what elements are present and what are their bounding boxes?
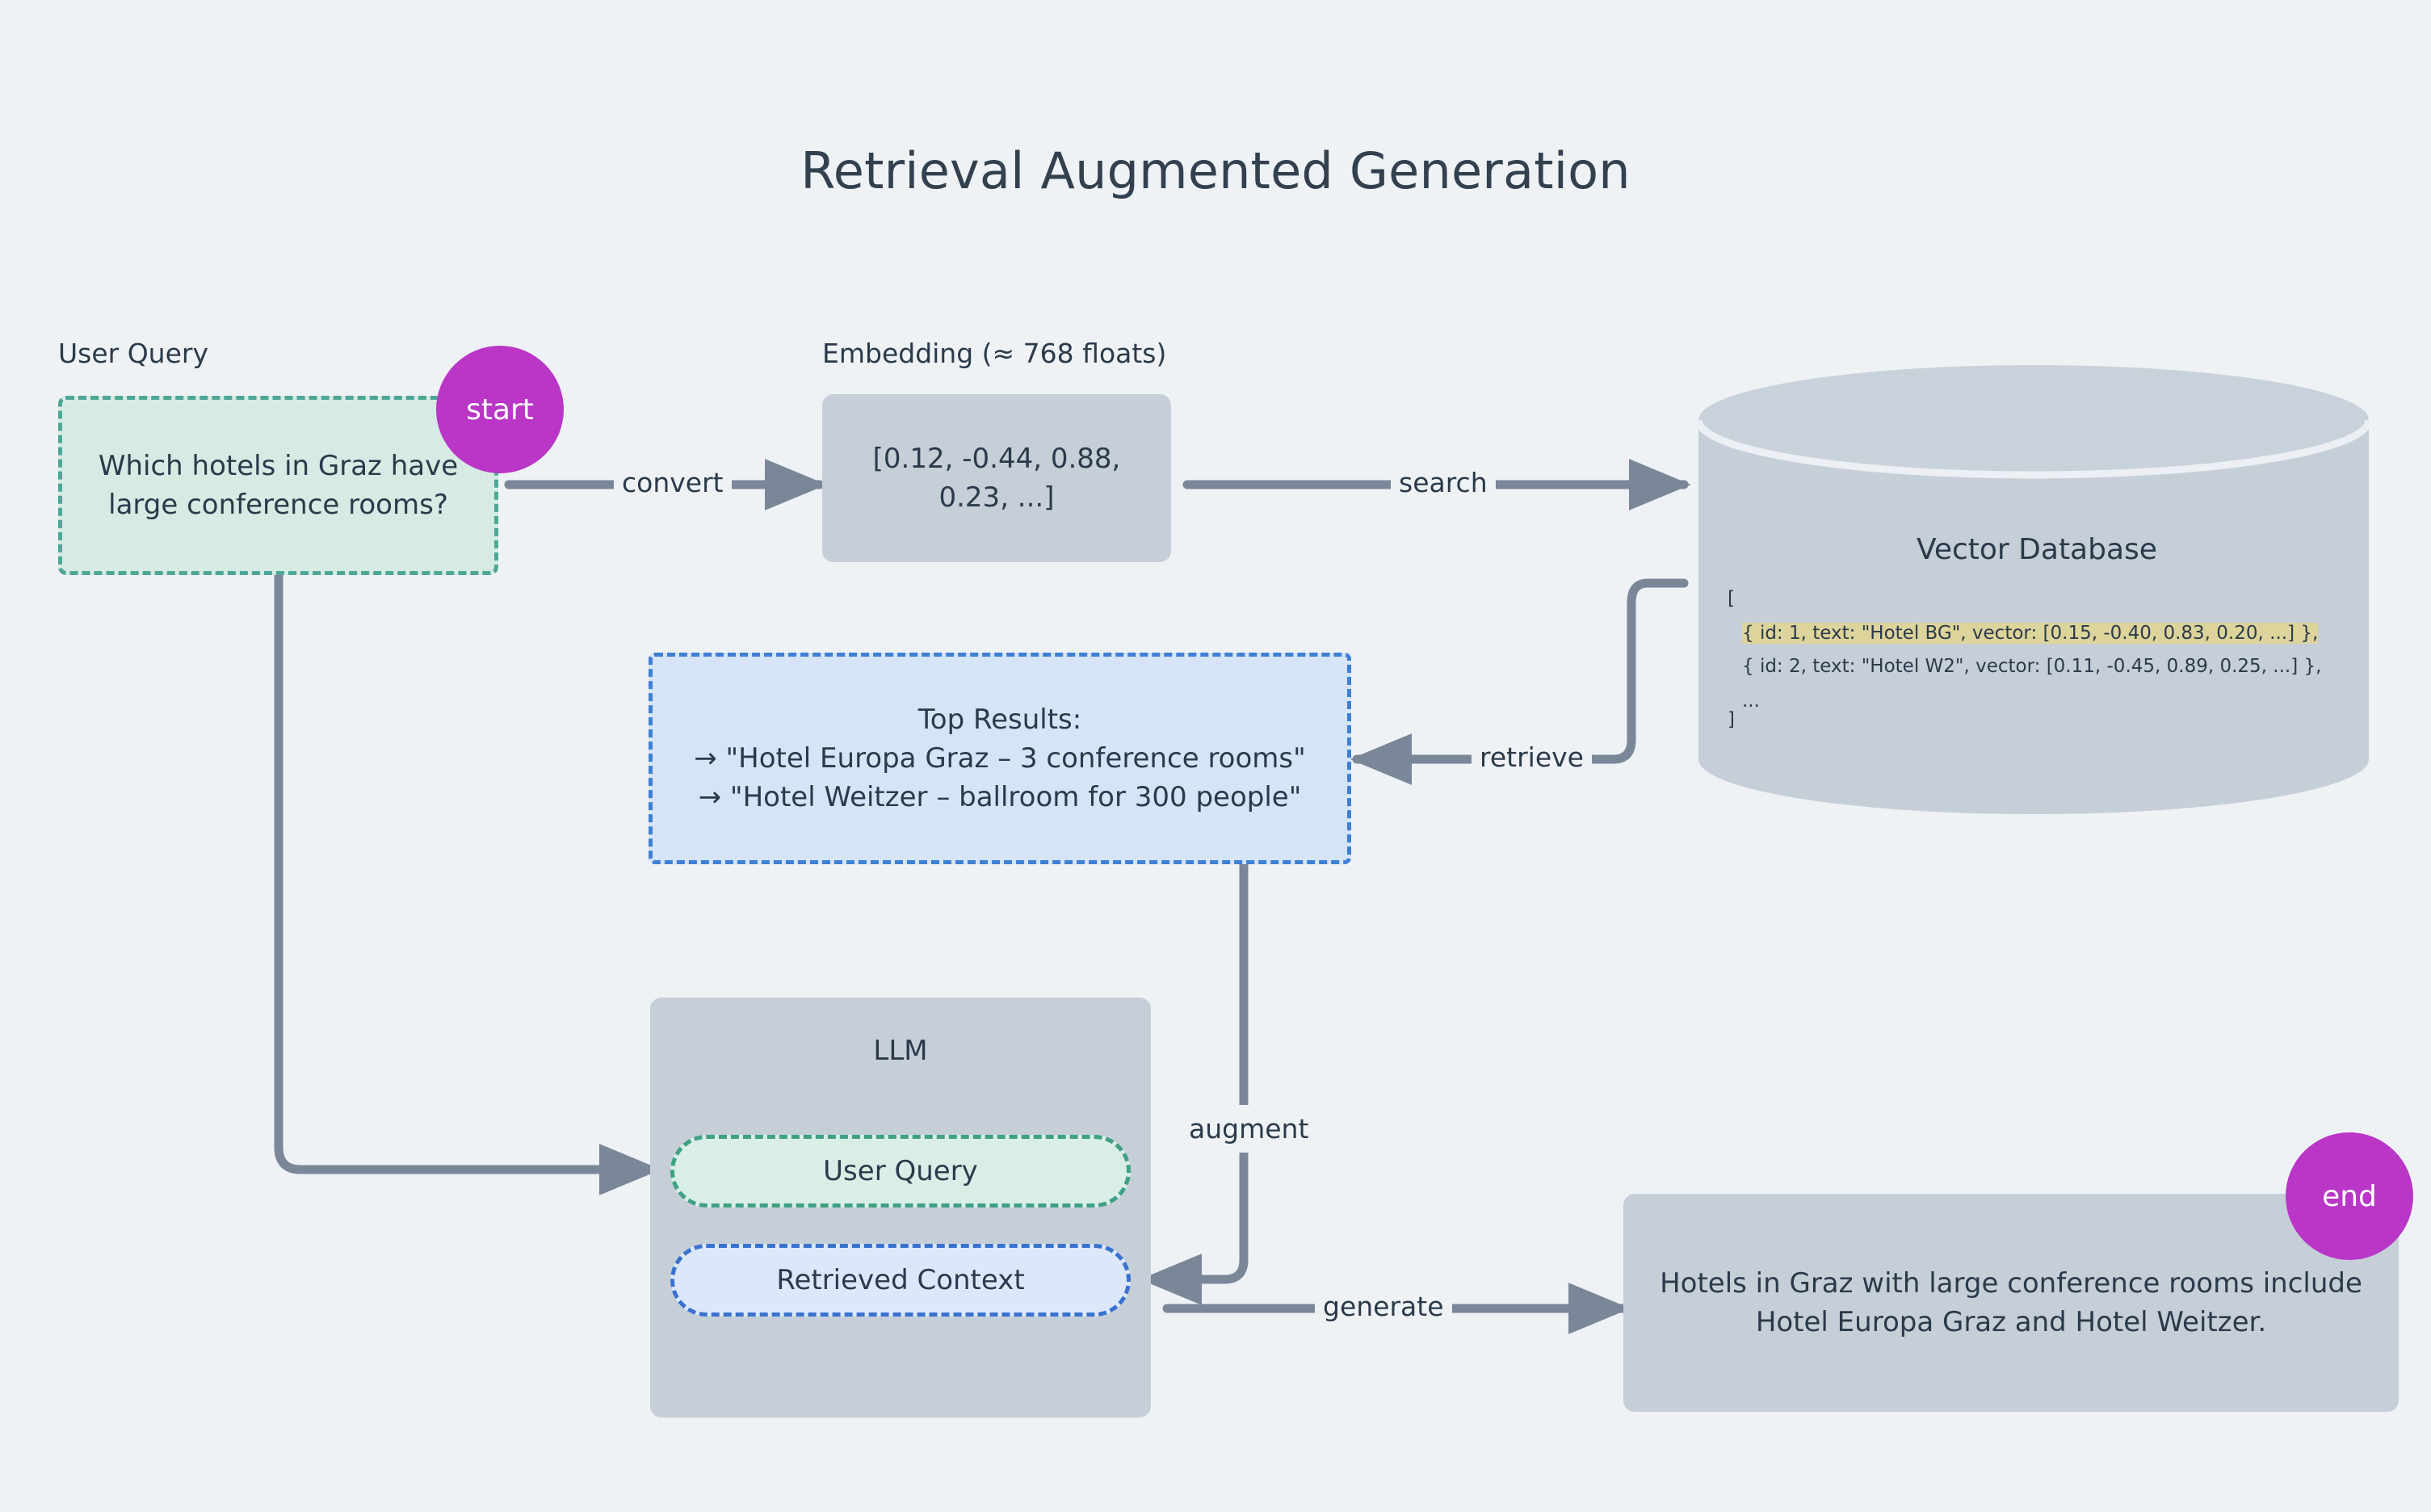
user-query-box[interactable]: Which hotels in Graz have large conferen… xyxy=(58,396,498,575)
llm-retrieved-context-label: Retrieved Context xyxy=(776,1263,1025,1296)
llm-user-query-label: User Query xyxy=(823,1154,978,1187)
embedding-line-1: [0.12, -0.44, 0.88, xyxy=(872,442,1121,475)
db-code-line-4: ] xyxy=(1728,709,1735,730)
vector-database-title: Vector Database xyxy=(1917,533,2157,566)
embedding-line-2: 0.23, ...] xyxy=(938,481,1055,514)
user-query-line-2: large conference rooms? xyxy=(108,489,448,521)
answer-box[interactable]: Hotels in Graz with large conference roo… xyxy=(1623,1194,2399,1412)
start-badge-label: start xyxy=(466,393,534,426)
answer-line-2: Hotel Europa Graz and Hotel Weitzer. xyxy=(1755,1306,2267,1338)
llm-box[interactable]: LLM xyxy=(650,998,1151,1418)
db-code-line-0: [ xyxy=(1728,588,1735,609)
top-results-heading: Top Results: xyxy=(917,703,1082,736)
end-badge[interactable]: end xyxy=(2286,1132,2413,1260)
llm-retrieved-context-pill[interactable]: Retrieved Context xyxy=(670,1244,1131,1317)
user-query-label: User Query xyxy=(58,338,208,369)
embedding-label: Embedding (≈ 768 floats) xyxy=(822,338,1167,369)
edge-augment xyxy=(1140,859,1249,1305)
edge-label-search: search xyxy=(1391,467,1496,498)
edge-label-convert: convert xyxy=(614,467,732,498)
db-code-line-1: { id: 1, text: "Hotel BG", vector: [0.15… xyxy=(1742,623,2319,644)
top-results-item-2: → "Hotel Weitzer – ballroom for 300 peop… xyxy=(698,781,1302,814)
edge-query-to-llm xyxy=(274,570,661,1195)
answer-line-1: Hotels in Graz with large conference roo… xyxy=(1660,1266,2362,1300)
top-results-box[interactable]: Top Results: → "Hotel Europa Graz – 3 co… xyxy=(649,653,1351,864)
llm-title: LLM xyxy=(873,1035,928,1067)
edge-retrieve xyxy=(1350,578,1689,785)
top-results-item-1: → "Hotel Europa Graz – 3 conference room… xyxy=(694,741,1306,775)
user-query-line-1: Which hotels in Graz have xyxy=(98,449,459,482)
edge-label-augment: augment xyxy=(1181,1105,1317,1153)
embedding-box[interactable]: [0.12, -0.44, 0.88, 0.23, ...] xyxy=(822,394,1171,562)
db-code-line-3: ... xyxy=(1742,691,1760,712)
db-code-line-2: { id: 2, text: "Hotel W2", vector: [0.11… xyxy=(1742,656,2322,677)
edge-label-retrieve: retrieve xyxy=(1472,741,1592,773)
vector-database-cylinder xyxy=(1694,365,2373,814)
llm-user-query-pill[interactable]: User Query xyxy=(670,1135,1131,1208)
page-title: Retrieval Augmented Generation xyxy=(800,141,1631,200)
edge-label-generate: generate xyxy=(1315,1291,1452,1322)
end-badge-label: end xyxy=(2322,1179,2377,1213)
start-badge[interactable]: start xyxy=(436,346,564,473)
